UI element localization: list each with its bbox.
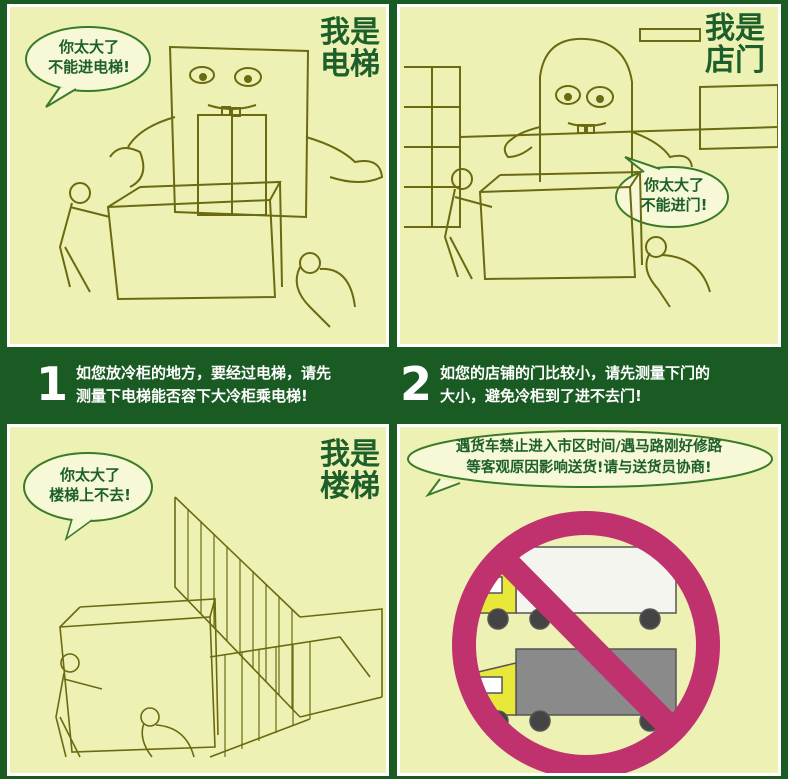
title-line: 我是	[320, 15, 380, 50]
tip-band-1: 1 如您放冷柜的地方，要经过电梯，请先 测量下电梯能否容下大冷柜乘电梯!	[0, 350, 394, 420]
speech-bubble: 你太大了 楼梯上不去!	[28, 465, 152, 505]
panel-title: 我是 电梯	[316, 17, 384, 81]
tip-caption: 如您的店铺的门比较小，请先测量下门的 大小，避免冷柜到了进不去门!	[440, 362, 786, 408]
speech-bubble: 你太大了 不能进电梯!	[30, 37, 148, 77]
door-illustration	[404, 28, 778, 308]
notice-line: 等客观原因影响送货!请与送货员协商!	[466, 460, 712, 476]
caption-line: 如您的店铺的门比较小，请先测量下门的	[440, 364, 711, 382]
notice-text: 遇货车禁止进入市区时间/遇马路刚好修路 等客观原因影响送货!请与送货员协商!	[408, 437, 770, 479]
bubble-line: 你太大了	[59, 466, 120, 484]
notice-line: 遇货车禁止进入市区时间/遇马路刚好修路	[455, 439, 723, 455]
tip-band-2: 2 如您的店铺的门比较小，请先测量下门的 大小，避免冷柜到了进不去门!	[394, 350, 788, 420]
speech-bubble: 你太大了 不能进门!	[622, 175, 726, 215]
tip-number: 2	[400, 357, 433, 411]
bubble-line: 楼梯上不去!	[49, 486, 131, 504]
panel-stairs: 我是 楼梯 你太大了 楼梯上不去!	[7, 424, 389, 776]
panel-door: 我是 店门 你太大了 不能进门!	[397, 4, 781, 347]
caption-line: 如您放冷柜的地方，要经过电梯，请先	[76, 364, 332, 382]
elevator-illustration	[25, 26, 384, 328]
caption-line: 大小，避免冷柜到了进不去门!	[440, 387, 642, 405]
bubble-line: 你太大了	[58, 38, 119, 56]
caption-line: 测量下电梯能否容下大冷柜乘电梯!	[76, 387, 308, 405]
tip-number: 1	[36, 357, 69, 411]
stairs-illustration	[23, 452, 383, 758]
title-line: 电梯	[320, 47, 380, 82]
prohibit-icon	[452, 511, 720, 773]
panel-elevator: 我是 电梯 你太大了 不能进电梯!	[7, 4, 389, 347]
bubble-line: 不能进门!	[640, 196, 708, 214]
title-line: 楼梯	[320, 469, 380, 504]
title-line: 店门	[705, 43, 765, 78]
tip-caption: 如您放冷柜的地方，要经过电梯，请先 测量下电梯能否容下大冷柜乘电梯!	[76, 362, 394, 408]
title-line: 我是	[705, 11, 765, 46]
title-line: 我是	[320, 437, 380, 472]
bubble-line: 你太大了	[643, 176, 704, 194]
panel-title: 我是 楼梯	[316, 439, 384, 503]
bubble-line: 不能进电梯!	[48, 58, 130, 76]
no-truck-sign-illustration	[407, 430, 773, 773]
panel-title: 我是 店门	[698, 13, 772, 77]
panel-no-truck: 遇货车禁止进入市区时间/遇马路刚好修路 等客观原因影响送货!请与送货员协商!	[397, 424, 781, 776]
